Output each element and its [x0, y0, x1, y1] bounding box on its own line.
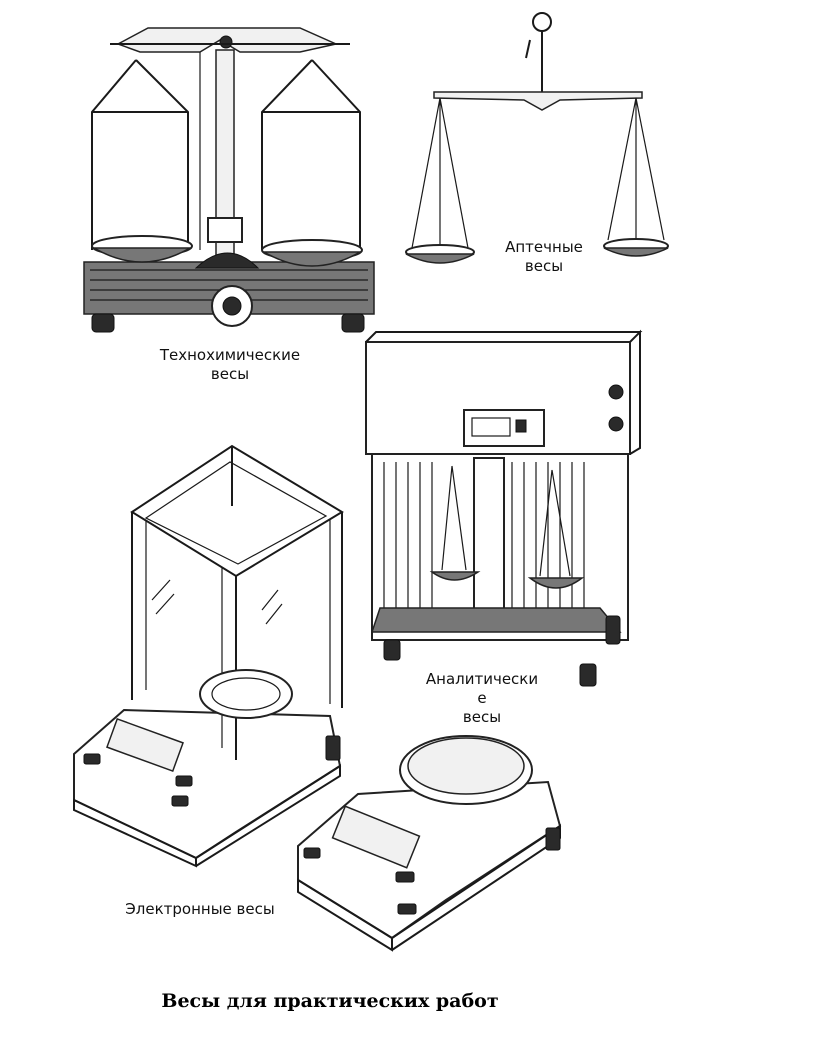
electronic-label-text: Электронные весы — [125, 900, 275, 918]
electronic-label: Электронные весы — [110, 900, 290, 919]
analytical-label-line3: весы — [462, 708, 502, 726]
pharmacy-label: Аптечные весы — [496, 238, 592, 276]
analytical-label: Аналитически е весы — [414, 670, 550, 727]
analytical-label-line2: е — [477, 689, 487, 707]
pharmacy-label-line1: Аптечные — [505, 238, 583, 256]
page-caption: Весы для практических работ — [161, 990, 499, 1012]
technochemical-label: Технохимические весы — [150, 346, 310, 384]
technochemical-label-line1: Технохимические — [159, 346, 301, 364]
analytical-balance-drawing — [365, 329, 643, 687]
technochemical-balance-drawing — [83, 27, 375, 333]
technochemical-label-line2: весы — [210, 365, 250, 383]
pharmacy-label-line2: весы — [524, 257, 564, 275]
pharmacy-balance-drawing — [405, 12, 669, 264]
electronic-balance-large-drawing — [73, 444, 344, 868]
electronic-balance-small-drawing — [297, 735, 562, 952]
analytical-label-line1: Аналитически — [425, 670, 539, 688]
